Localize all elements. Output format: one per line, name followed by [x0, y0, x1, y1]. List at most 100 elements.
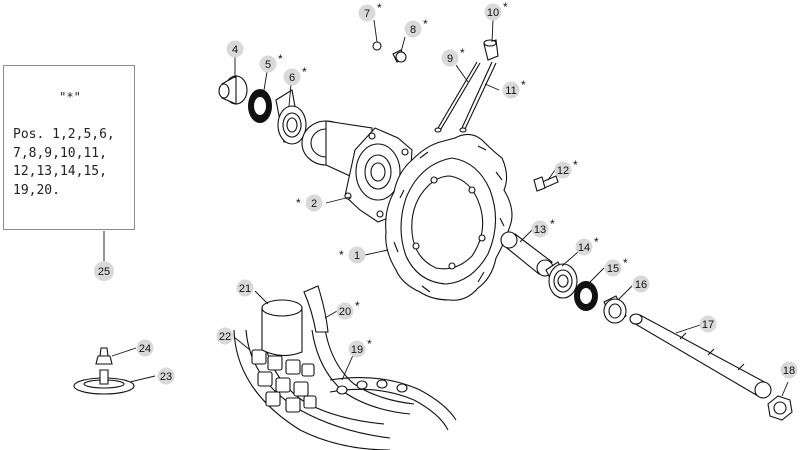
callout-star: * [594, 235, 599, 249]
callout-star: * [550, 217, 555, 231]
callout-bubble [336, 302, 354, 320]
callout-bubble [305, 194, 323, 212]
callout-star: * [339, 248, 344, 262]
part-16-spacer [603, 295, 627, 324]
callout-bubble [502, 81, 520, 99]
part-22-tyre [233, 311, 415, 450]
callout-bubble [283, 68, 301, 86]
part-11-spoke [459, 61, 497, 133]
callout-9: 9* [441, 46, 465, 67]
callout-labels: 1*2*45*6*7*8*9*10*11*12*13*14*15*1617181… [136, 0, 798, 385]
callout-number: 12 [557, 165, 569, 177]
callout-star: * [367, 337, 372, 351]
part-9-spoke [434, 61, 481, 133]
callout-15: 15 * [604, 256, 628, 277]
callout-bubble [358, 4, 376, 22]
callout-bubble [348, 246, 366, 264]
callout-4: 4 [226, 40, 244, 58]
callout-bubble [575, 238, 593, 256]
part-20-rim-tape [303, 285, 329, 333]
callout-5: 5* [259, 52, 283, 73]
callout-bubble [780, 361, 798, 379]
note-line: 12,13,14,15, [13, 164, 107, 179]
callout-number: 7 [364, 8, 370, 20]
note-title: "*" [59, 90, 81, 104]
callout-20: 20* [336, 299, 360, 320]
part-12-bolt [533, 175, 559, 192]
callout-bubble [404, 20, 422, 38]
callout-star: * [460, 46, 465, 60]
callout-6: 6* [283, 65, 307, 86]
callout-bubble [441, 49, 459, 67]
part-7-ring [372, 41, 382, 51]
callout-bubble [554, 161, 572, 179]
callout-number: 15 [607, 263, 619, 275]
note-box: "*" Pos. 1,2,5,6, 7,8,9,10,11, 12,13,14,… [3, 65, 135, 230]
part-24-rim-lock-nut [95, 347, 113, 365]
part-10-nipple [483, 39, 499, 61]
callout-bubble [484, 3, 502, 21]
part-19-rim [329, 376, 457, 431]
note-line: Pos. 1,2,5,6, [13, 127, 115, 142]
callout-star: * [377, 1, 382, 15]
callout-bubble [259, 55, 277, 73]
part-6-bearing [275, 89, 307, 145]
callout-25-number: 25 [98, 266, 110, 278]
callout-star: * [521, 78, 526, 92]
callout-13: 13 * [531, 217, 555, 238]
callout-number: 5 [265, 59, 271, 71]
callout-number: 1 [354, 250, 360, 262]
part-5-seal [248, 89, 272, 123]
callout-number: 18 [783, 365, 795, 377]
part-15-seal [574, 281, 598, 311]
callout-bubble [157, 367, 175, 385]
note-line: 19,20. [13, 182, 60, 198]
callout-number: 23 [160, 371, 172, 383]
callout-bubble [226, 40, 244, 58]
callout-16: 16 [632, 275, 650, 293]
callout-number: 14 [578, 242, 590, 254]
callout-bubble [136, 339, 154, 357]
part-4-spacer [218, 75, 248, 105]
callout-number: 19 [351, 344, 363, 356]
callout-21: 21 [236, 279, 254, 297]
callout-11: 11 * [502, 78, 526, 99]
callout-number: 24 [139, 343, 151, 355]
part-1-brake-disc [385, 133, 513, 301]
callout-24: 24 [136, 339, 154, 357]
part-21-inner-tube [261, 299, 303, 357]
callout-14: 14 * [575, 235, 599, 256]
callout-number: 10 [487, 7, 499, 19]
callout-number: 13 [534, 224, 546, 236]
callout-22: 22 [216, 327, 234, 345]
callout-star: * [302, 65, 307, 79]
callout-number: 16 [635, 279, 647, 291]
callout-23: 23 [157, 367, 175, 385]
callout-25: 25 [94, 261, 114, 281]
callout-number: 8 [410, 24, 416, 36]
callout-18: 18 [780, 361, 798, 379]
callout-star: * [623, 256, 628, 270]
callout-star: * [503, 0, 508, 14]
callout-1: 1* [339, 246, 366, 264]
callout-number: 17 [702, 319, 714, 331]
callout-number: 20 [339, 306, 351, 318]
callout-number: 21 [239, 283, 251, 295]
callout-bubble [632, 275, 650, 293]
part-17-axle [629, 313, 772, 399]
callout-star: * [573, 158, 578, 172]
part-13-spacer-tube [500, 231, 554, 277]
callout-19: 19 * [348, 337, 372, 358]
note-line: 7,8,9,10,11, [13, 145, 107, 161]
callout-10: 10 * [484, 0, 508, 21]
callout-7: 7* [358, 1, 382, 22]
callout-12: 12 * [554, 158, 578, 179]
callout-bubble [699, 315, 717, 333]
callout-number: 11 [505, 85, 516, 97]
part-14-bearing [545, 261, 578, 299]
callout-8: 8* [404, 17, 428, 38]
callout-bubble [531, 220, 549, 238]
part-8-nut [392, 49, 407, 63]
callout-2: 2* [296, 194, 323, 212]
